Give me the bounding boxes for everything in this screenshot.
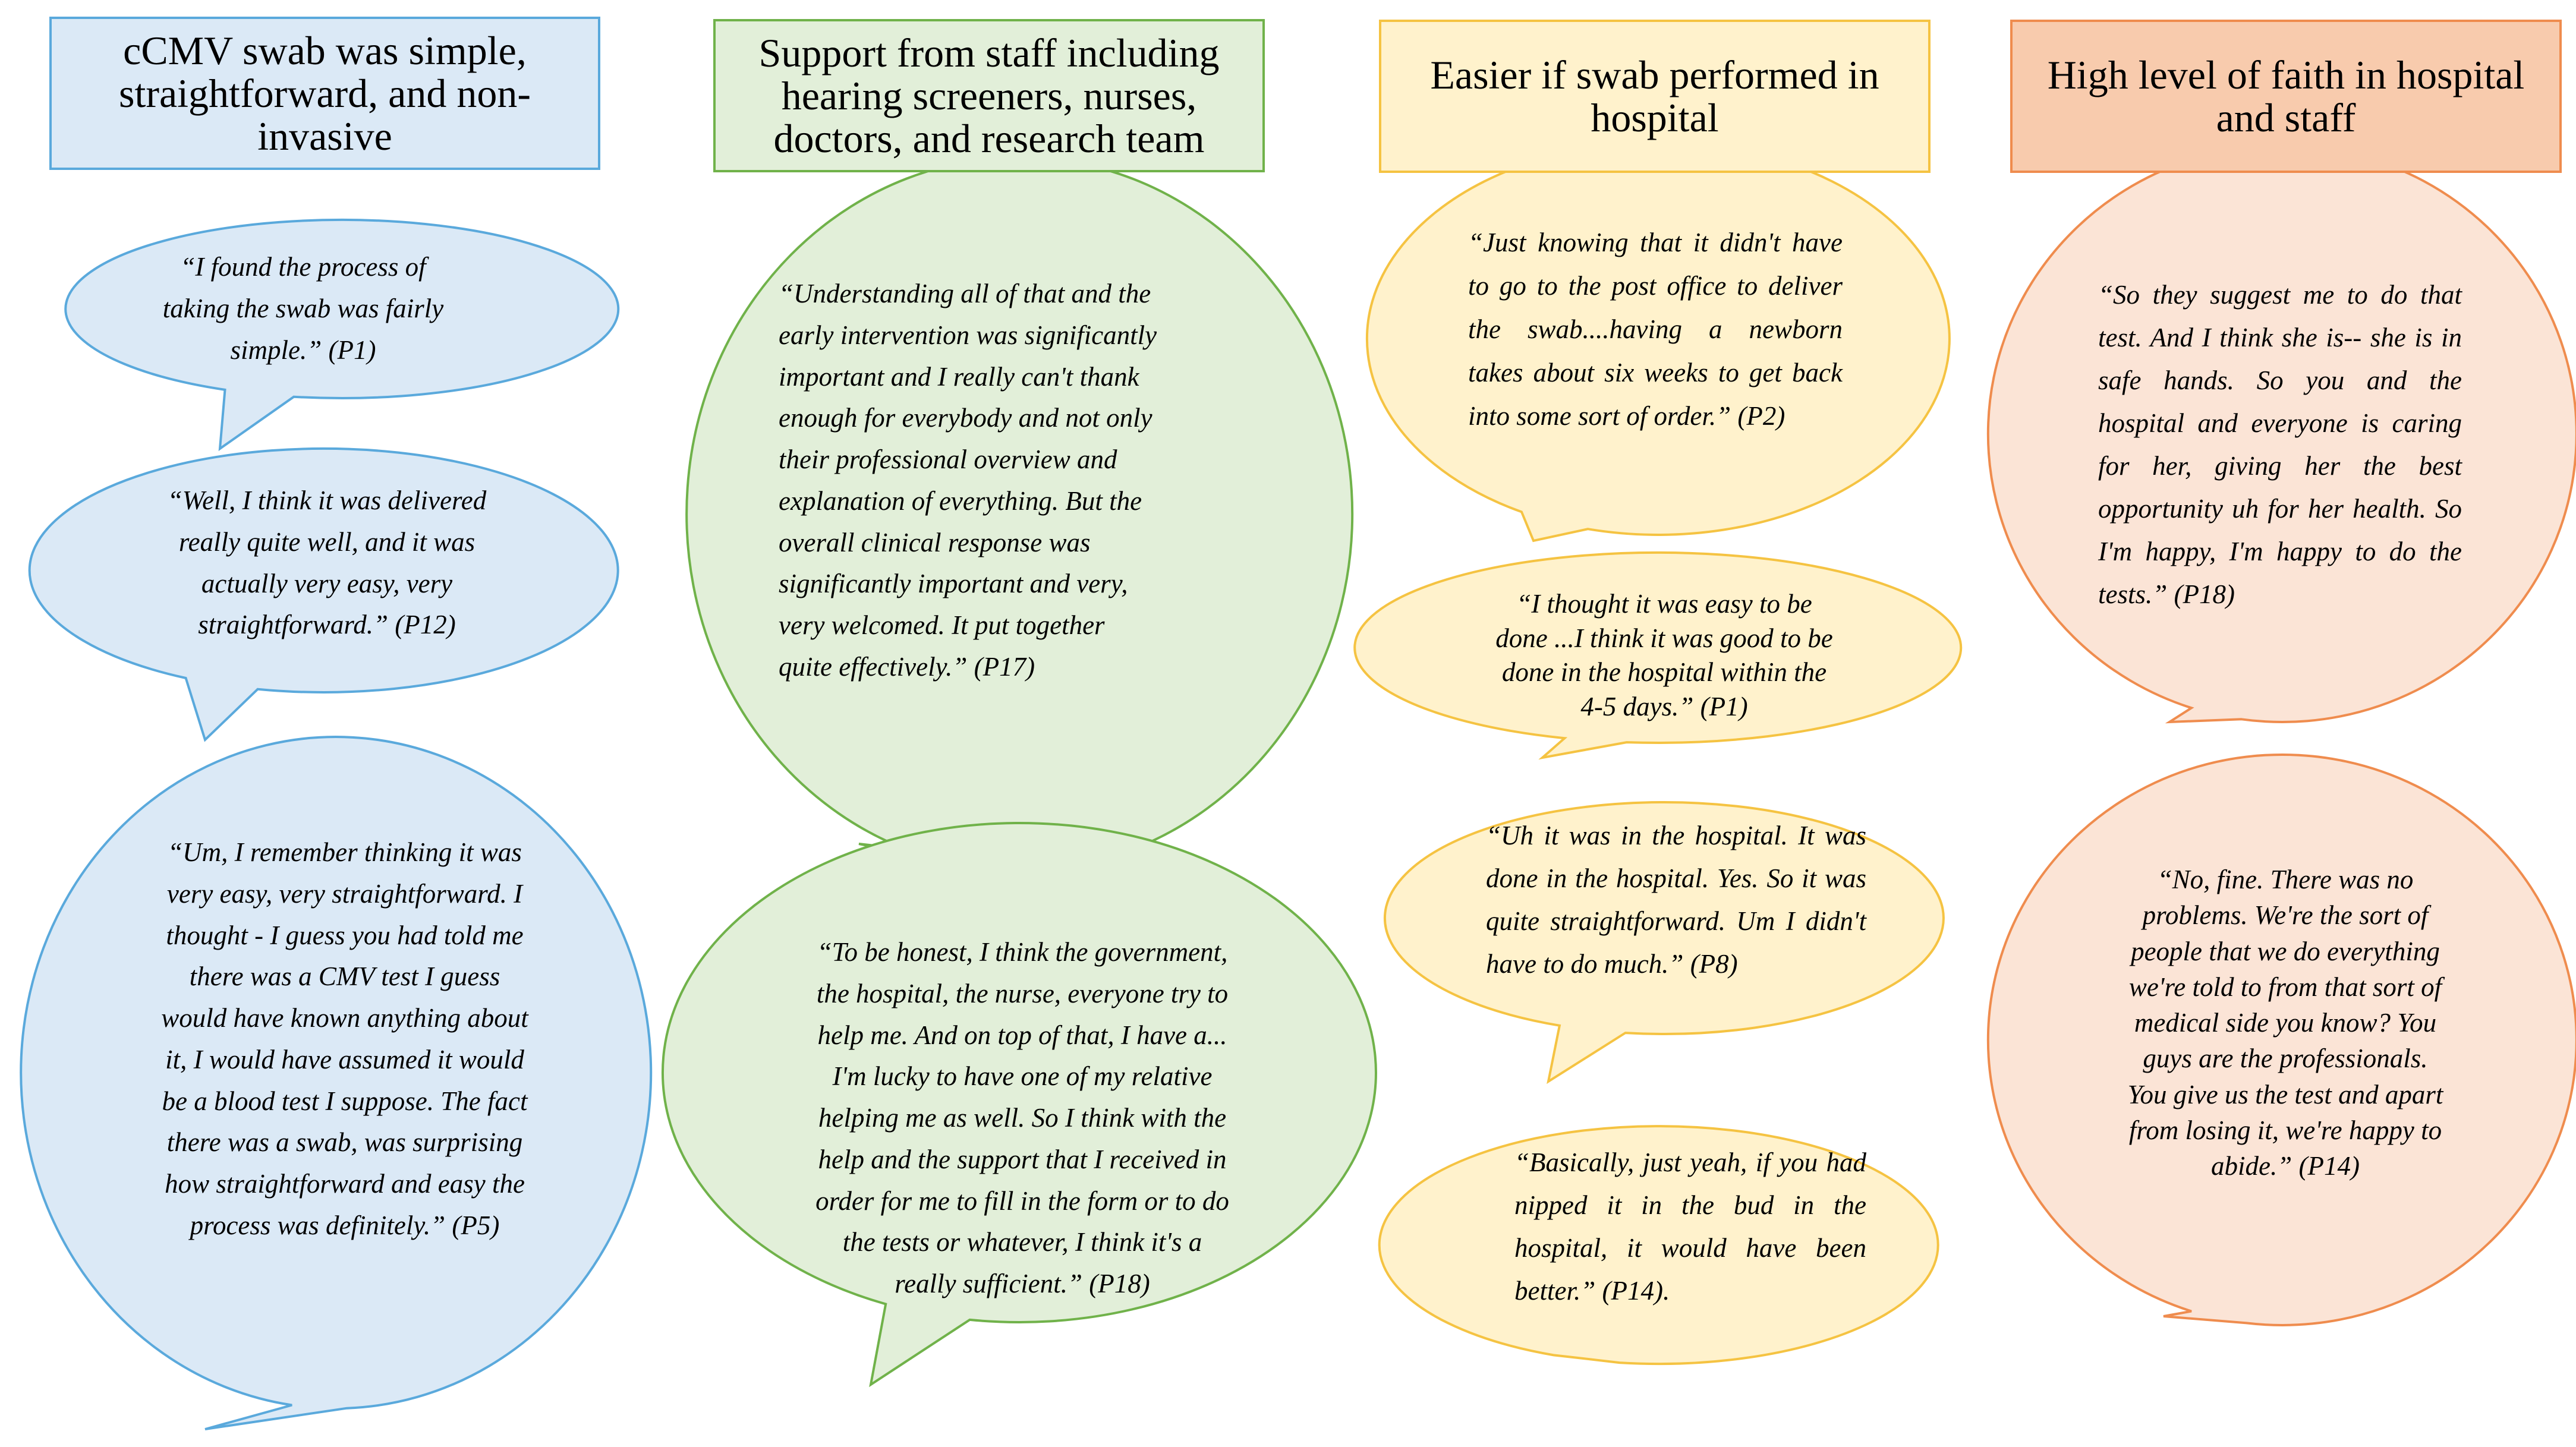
quote-p14-hospital: “Basically, just yeah, if you had nipped… (1514, 1147, 1866, 1306)
bubble-p5 (20, 736, 653, 1430)
theme-header-simple-swab: cCMV swab was simple, straightforward, a… (49, 17, 600, 170)
quote-p2: “Just knowing that it didn't have to go … (1468, 228, 1843, 431)
quote-p14-faith: “No, fine. There was no problems. We're … (2127, 865, 2443, 1181)
theme-header-hospital-swab: Easier if swab performed in hospital (1379, 20, 1931, 173)
quote-p17: “Understanding all of that and the early… (779, 279, 1157, 682)
bubble-p1-hospital (1353, 551, 1963, 760)
bubble-p14-faith (1986, 753, 2576, 1326)
quote-p18-support: “To be honest, I think the government, t… (815, 937, 1229, 1298)
quote-p8: “Uh it was in the hospital. It was done … (1486, 821, 1866, 979)
bubble-p18-support (661, 822, 1377, 1388)
quote-p18-faith: “So they suggest me to do that test. And… (2098, 280, 2462, 609)
bubble-p1-simple (64, 218, 620, 452)
theme-header-faith-in-hospital: High level of faith in hospital and staf… (2010, 20, 2562, 173)
bubble-p12 (28, 447, 619, 742)
bubble-p14-hospital (1378, 1125, 1939, 1366)
quote-p1-simple: “I found the process of taking the swab … (162, 252, 444, 365)
quote-p12: “Well, I think it was delivered really q… (167, 486, 487, 640)
bubble-p8 (1383, 800, 1945, 1085)
theme-header-staff-support: Support from staff including hearing scr… (713, 19, 1265, 172)
quote-p1-hospital: “I thought it was easy to be done ...I t… (1495, 589, 1833, 721)
quote-p5: “Um, I remember thinking it was very eas… (161, 837, 528, 1240)
